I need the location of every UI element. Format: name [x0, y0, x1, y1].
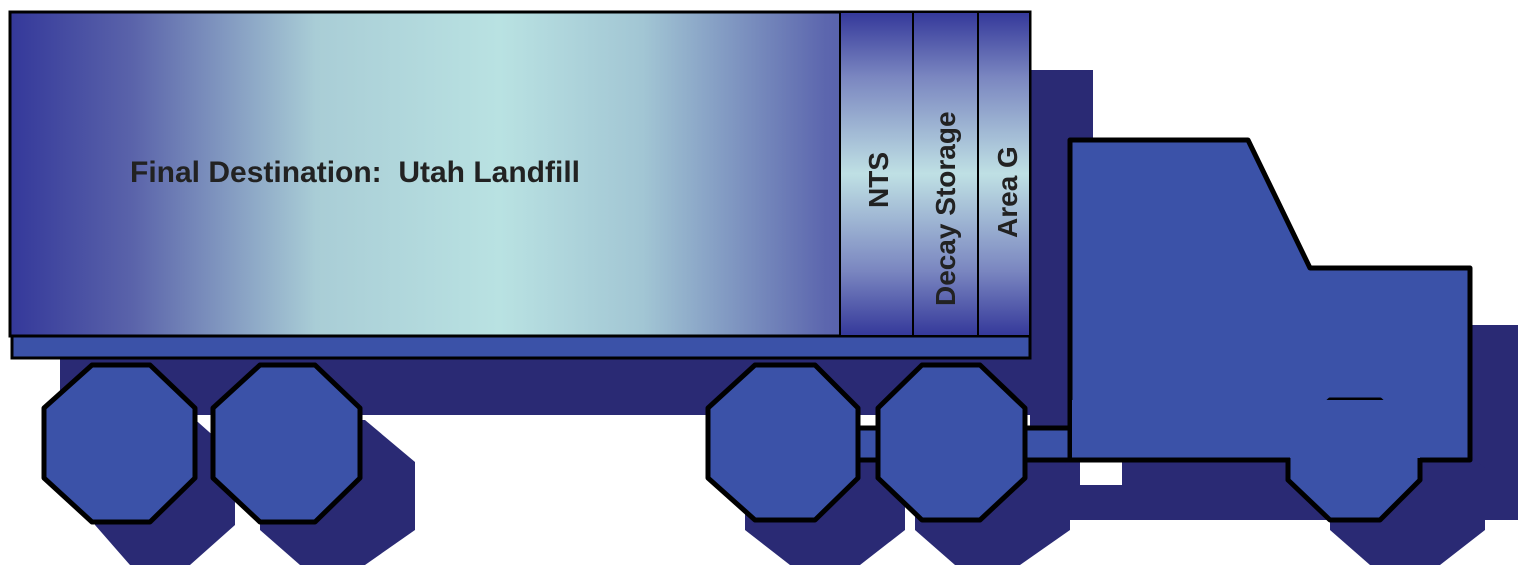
wheel	[708, 365, 858, 520]
wheel	[213, 365, 360, 522]
destination-label: Final Destination: Utah Landfill	[130, 156, 580, 189]
trailer-base	[12, 336, 1030, 358]
cab-lower-panel	[1072, 400, 1467, 458]
wheel	[878, 365, 1025, 520]
compartment-label-area-g: Area G	[992, 146, 1023, 238]
wheel	[44, 365, 195, 522]
shadow-notch	[1080, 460, 1122, 485]
compartment-label-decay-storage: Decay Storage	[930, 111, 961, 306]
compartment-label-nts: NTS	[863, 152, 894, 208]
